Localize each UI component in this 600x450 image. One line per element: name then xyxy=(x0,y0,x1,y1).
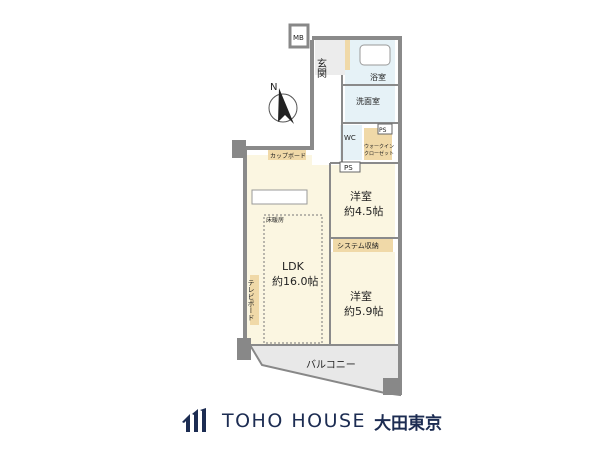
brand-logo: TOHO HOUSE 大田東京 xyxy=(180,406,442,436)
western-room-1-size: 約4.5帖 xyxy=(344,204,384,218)
compass-icon: N xyxy=(268,82,298,124)
compass-north-label: N xyxy=(270,82,277,93)
branch-name: 大田東京 xyxy=(374,413,443,434)
western-room-1-name: 洋室 xyxy=(350,189,372,203)
cupboard-label: カップボード xyxy=(270,152,306,160)
shoe-storage xyxy=(345,40,350,70)
column xyxy=(237,338,251,360)
kitchen-counter xyxy=(251,189,308,205)
wc-label: WC xyxy=(344,134,356,142)
washroom-label: 洗面室 xyxy=(356,96,380,106)
floor-heating-zone xyxy=(263,214,323,344)
walls xyxy=(243,36,402,395)
floor-heating-label: 床暖房 xyxy=(266,216,284,224)
walkin-label-1: ウォークイン xyxy=(364,143,394,150)
ldk-name: LDK xyxy=(282,260,305,273)
hall xyxy=(312,75,342,165)
tv-board xyxy=(250,275,259,325)
brand-name: TOHO HOUSE xyxy=(222,410,367,432)
ldk-size: 約16.0帖 xyxy=(272,274,319,288)
toho-house-logo-icon xyxy=(182,408,206,432)
western-room-2-name: 洋室 xyxy=(350,289,372,303)
mb-box xyxy=(288,23,310,49)
entrance-area xyxy=(315,40,345,75)
entrance-label: 玄関 xyxy=(315,57,327,79)
ps-box-2 xyxy=(339,161,361,173)
system-storage xyxy=(333,238,393,252)
cupboard xyxy=(268,150,306,160)
column xyxy=(383,378,400,395)
western-room-2-size: 約5.9帖 xyxy=(344,304,384,318)
bath-label: 浴室 xyxy=(370,72,386,82)
balcony-label: バルコニー xyxy=(306,359,356,371)
western-room-1 xyxy=(330,163,395,238)
walkin-label-2: クローゼット xyxy=(364,150,394,157)
bathtub xyxy=(359,44,391,66)
ps-box-1 xyxy=(377,123,393,135)
ldk-room xyxy=(245,155,330,345)
column xyxy=(232,140,246,158)
ps-label: PS xyxy=(344,164,353,172)
wc-room xyxy=(340,125,362,160)
system-storage-label: システム収納 xyxy=(337,241,379,250)
mb-label: MB xyxy=(293,34,304,42)
tv-board-label: テレビボード xyxy=(247,279,255,321)
ps-label: PS xyxy=(379,127,387,134)
washroom xyxy=(345,85,395,123)
western-room-2 xyxy=(330,252,395,345)
